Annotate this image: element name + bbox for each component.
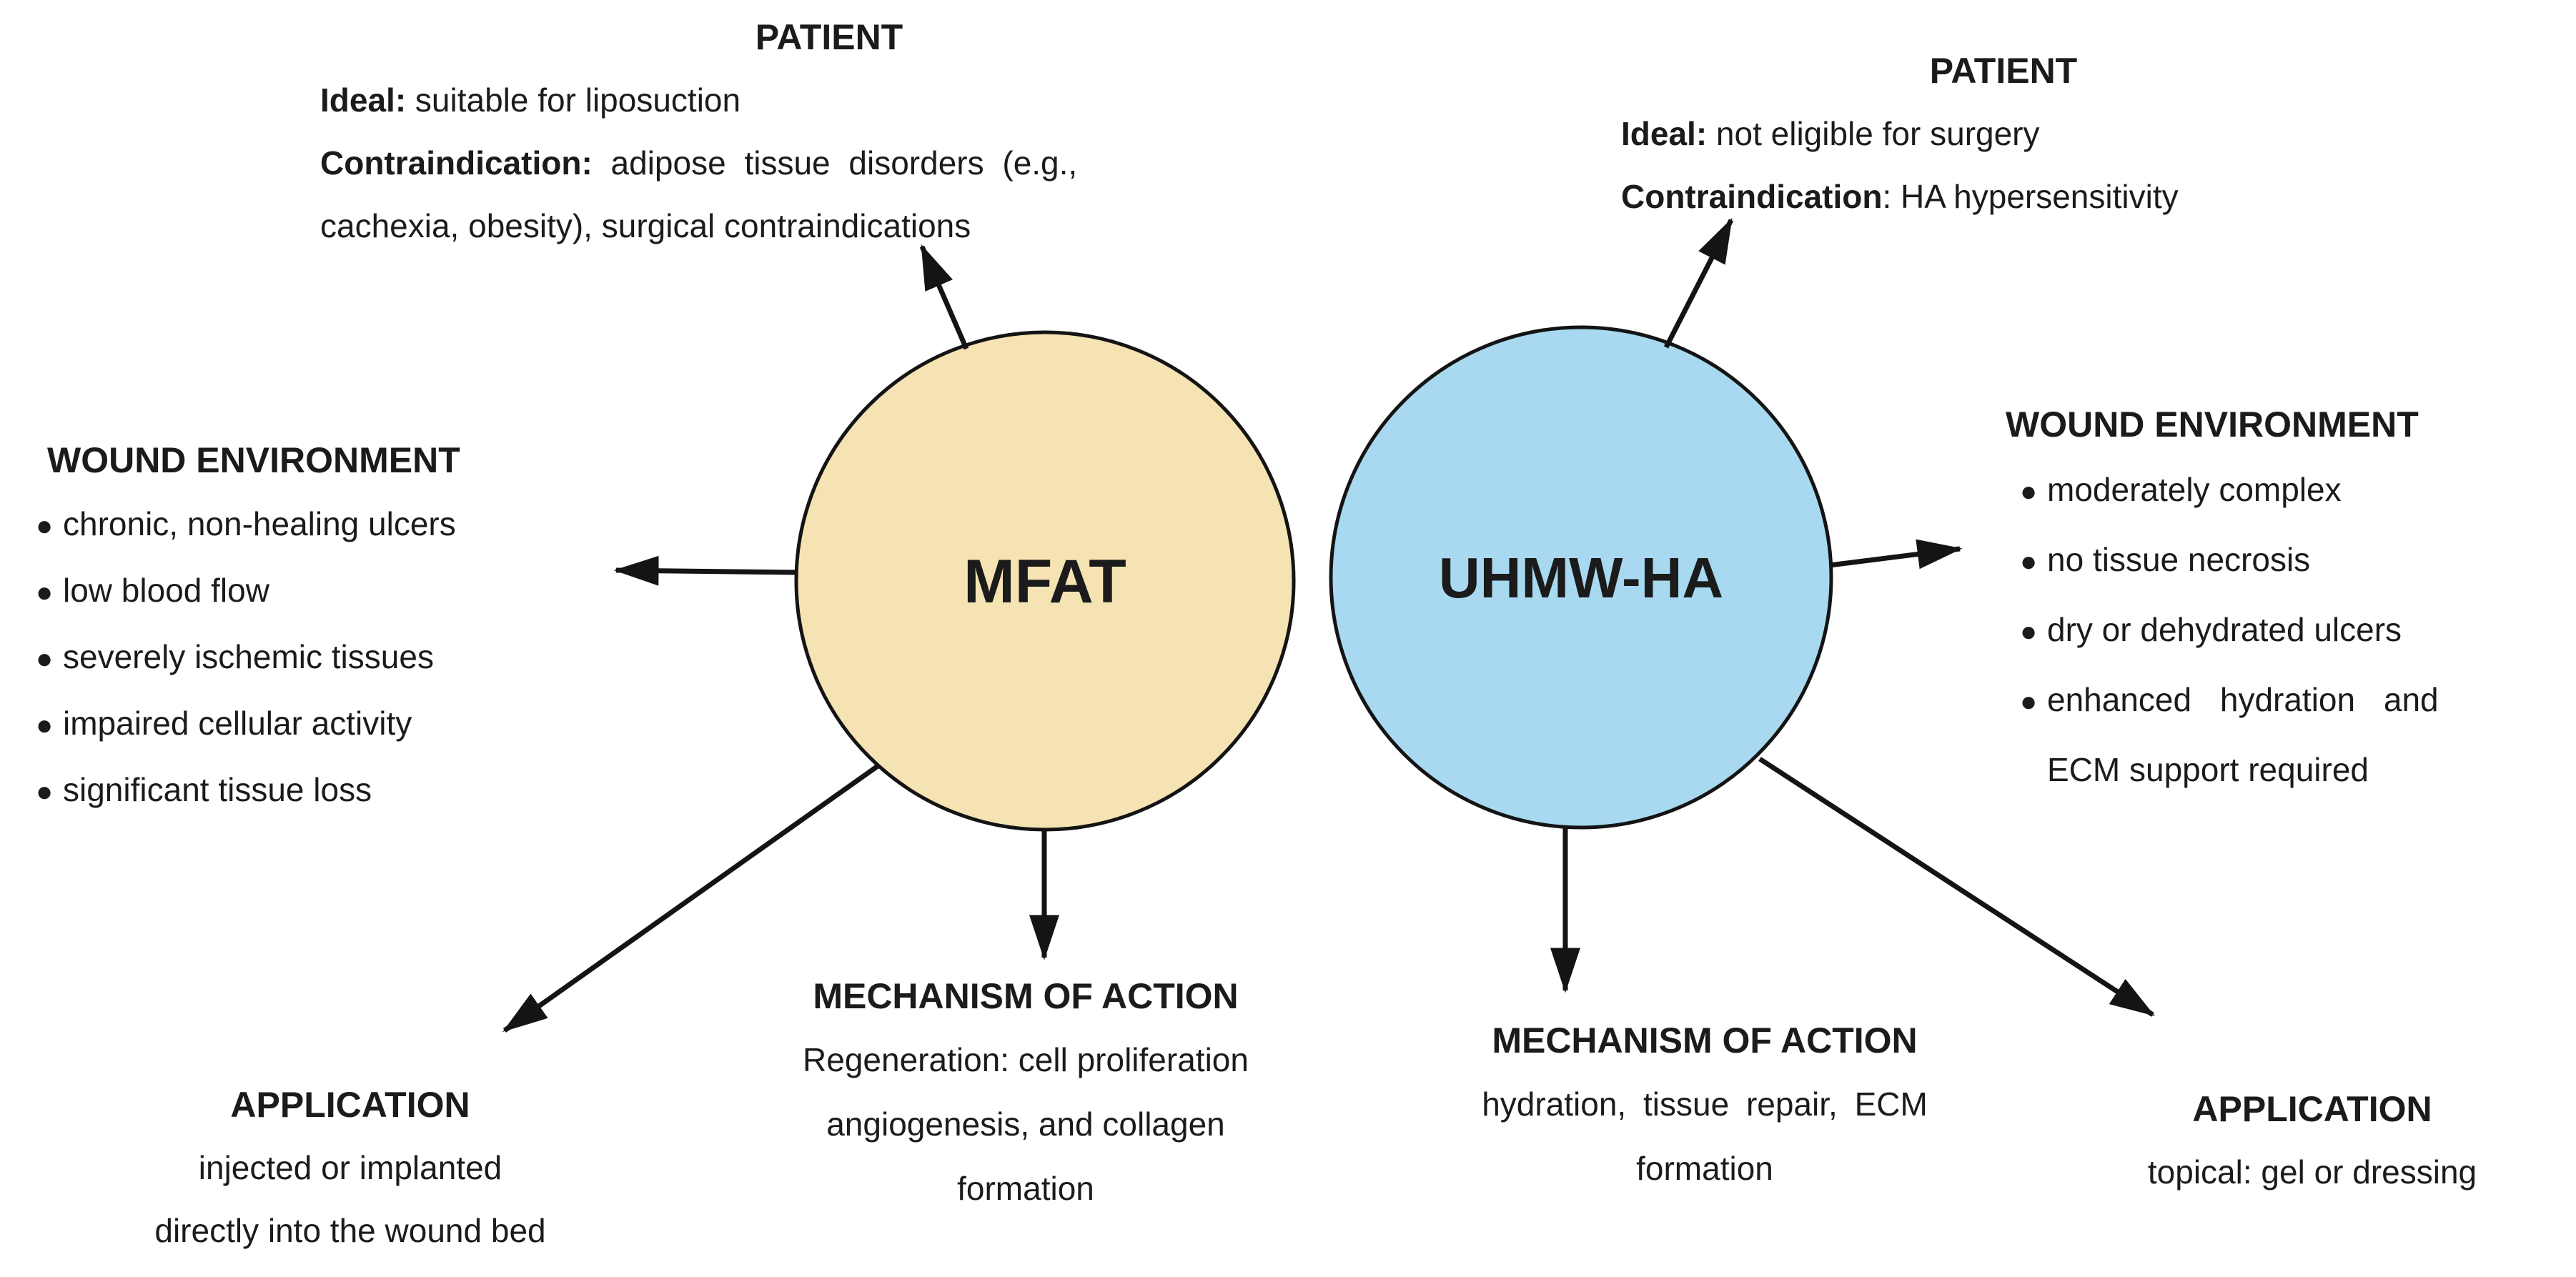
list-item: ● low blood flow — [36, 558, 460, 625]
mfat-application-line-2: directly into the wound bed — [154, 1212, 546, 1249]
mfat-application-title: APPLICATION — [230, 1085, 470, 1125]
mfat-patient-ideal-label: Ideal: — [320, 81, 407, 119]
list-item: ● significant tissue loss — [36, 757, 460, 824]
uhmw-we-bullet-4: enhanced hydration and — [2047, 681, 2439, 718]
arrow-uhmw-application — [1758, 757, 2155, 1017]
mfat-we-bullet-3: severely ischemic tissues — [63, 638, 434, 675]
mfat-we-bullet-2: low blood flow — [63, 572, 269, 609]
mfat-wound-environment-title: WOUND ENVIRONMENT — [47, 440, 460, 480]
bullet-icon: ● — [36, 510, 54, 542]
mfat-we-bullet-4: impaired cellular activity — [63, 705, 412, 742]
arrow-mfat-wound-environment — [613, 555, 797, 586]
uhmw-patient-contraindication: Contraindication: HA hypersensitivity — [1621, 165, 2386, 228]
uhmw-patient-block: PATIENT Ideal: not eligible for surgery … — [1621, 39, 2386, 228]
uhmw-patient-ideal-text: not eligible for surgery — [1707, 115, 2040, 152]
uhmw-patient-title: PATIENT — [1929, 51, 2078, 91]
uhmw-patient-ideal-label: Ideal: — [1621, 115, 1708, 152]
uhmw-ha-node-circle — [1329, 325, 1833, 830]
uhmw-mechanism-title: MECHANISM OF ACTION — [1492, 1020, 1918, 1060]
mfat-we-bullet-5: significant tissue loss — [63, 771, 372, 808]
uhmw-wound-environment-block: WOUND ENVIRONMENT ● moderately complex ●… — [2006, 393, 2439, 804]
mfat-mechanism-block: MECHANISM OF ACTION Regeneration: cell p… — [686, 965, 1365, 1221]
uhmw-application-title: APPLICATION — [2192, 1089, 2432, 1129]
mfat-patient-ideal-text: suitable for liposuction — [406, 81, 741, 119]
bullet-icon: ● — [2020, 616, 2038, 647]
bullet-icon: ● — [2020, 546, 2038, 577]
arrow-uhmw-patient — [1663, 217, 1734, 349]
uhmw-application-line-1: topical: gel or dressing — [2147, 1153, 2477, 1191]
mfat-mechanism-line-2: angiogenesis, and collagen — [826, 1105, 1225, 1143]
arrow-mfat-application — [502, 764, 880, 1033]
bullet-icon: ● — [36, 577, 54, 608]
mfat-patient-contraindication-line2: cachexia, obesity), surgical contraindic… — [320, 207, 971, 244]
uhmw-we-bullet-2: no tissue necrosis — [2047, 541, 2311, 578]
uhmw-ha-node-label: UHMW-HA — [1439, 546, 1723, 610]
bullet-icon: ● — [36, 643, 54, 675]
mfat-application-line-1: injected or implanted — [198, 1149, 502, 1186]
list-item: ● impaired cellular activity — [36, 691, 460, 757]
uhmw-we-bullet-4-line2: ECM support required — [2047, 751, 2369, 788]
list-item: ● enhanced hydration and — [2006, 666, 2439, 736]
mfat-patient-ideal: Ideal: suitable for liposuction — [320, 69, 1338, 131]
uhmw-wound-environment-title: WOUND ENVIRONMENT — [2006, 404, 2419, 444]
arrow-uhmw-wound-environment — [1829, 539, 1963, 570]
uhmw-we-bullet-1: moderately complex — [2047, 471, 2342, 508]
bullet-icon: ● — [2020, 686, 2038, 717]
mfat-wound-environment-block: WOUND ENVIRONMENT ● chronic, non-healing… — [36, 429, 460, 824]
mfat-patient-contraindication-label: Contraindication: — [320, 144, 593, 182]
list-item: ● severely ischemic tissues — [36, 625, 460, 691]
uhmw-patient-contraindication-label: Contraindication — [1621, 178, 1883, 215]
uhmw-mechanism-block: MECHANISM OF ACTION hydration, tissue re… — [1383, 1009, 2026, 1201]
mfat-patient-contraindication: Contraindication: adipose tissue disorde… — [320, 131, 1338, 194]
list-item: ● chronic, non-healing ulcers — [36, 492, 460, 558]
uhmw-mechanism-line-2: formation — [1636, 1150, 1773, 1187]
uhmw-we-bullet-3: dry or dehydrated ulcers — [2047, 611, 2402, 648]
list-item: ● dry or dehydrated ulcers — [2006, 596, 2439, 666]
uhmw-application-block: APPLICATION topical: gel or dressing — [2041, 1078, 2576, 1203]
arrow-mfat-patient — [919, 244, 969, 350]
mfat-patient-block: PATIENT Ideal: suitable for liposuction … — [320, 6, 1338, 257]
bullet-icon: ● — [2020, 476, 2038, 507]
mfat-node-label: MFAT — [963, 547, 1126, 616]
mfat-mechanism-title: MECHANISM OF ACTION — [813, 976, 1239, 1016]
uhmw-patient-ideal: Ideal: not eligible for surgery — [1621, 102, 2386, 165]
bullet-icon: ● — [36, 710, 54, 741]
bullet-icon: ● — [36, 776, 54, 808]
mfat-we-bullet-1: chronic, non-healing ulcers — [63, 505, 456, 542]
mfat-mechanism-line-3: formation — [957, 1170, 1094, 1207]
mfat-application-block: APPLICATION injected or implanted direct… — [79, 1073, 622, 1262]
mfat-patient-contraindication-text: adipose tissue disorders (e.g., — [592, 144, 1078, 182]
list-item: ● no tissue necrosis — [2006, 526, 2439, 596]
list-item: ● moderately complex — [2006, 456, 2439, 526]
uhmw-mechanism-line-1: hydration, tissue repair, ECM — [1482, 1085, 1928, 1123]
uhmw-patient-contraindication-text: : HA hypersensitivity — [1882, 178, 2179, 215]
mfat-patient-title: PATIENT — [755, 17, 903, 57]
mfat-mechanism-line-1: Regeneration: cell proliferation — [803, 1041, 1249, 1078]
